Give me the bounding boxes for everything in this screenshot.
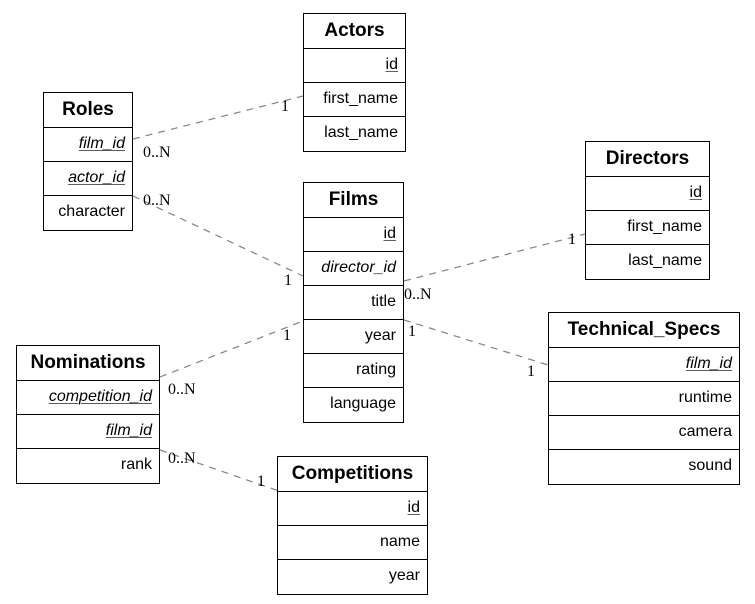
cardinality-label: 1: [284, 272, 292, 289]
table-roles: Roles film_id actor_id character: [43, 92, 133, 231]
table-row: film_id: [17, 415, 159, 449]
table-row: last_name: [628, 252, 702, 269]
table-title: Technical_Specs: [549, 313, 739, 348]
cardinality-label: 1: [408, 323, 416, 340]
table-row: year: [388, 567, 420, 584]
table-row: actor_id: [44, 162, 132, 196]
table-title: Actors: [304, 14, 405, 49]
table-row: film_id: [549, 348, 739, 382]
table-row: first_name: [586, 211, 709, 245]
relationship-nominations-films: 0..N 1: [159, 320, 304, 398]
table-technical-specs: Technical_Specs film_id runtime camera s…: [548, 312, 740, 485]
relationship-line: [132, 195, 304, 277]
table-title: Nominations: [17, 346, 159, 381]
table-nominations: Nominations competition_id film_id rank: [16, 345, 160, 484]
table-row: last_name: [324, 124, 398, 141]
cardinality-label: 1: [257, 473, 265, 490]
table-row: competition_id: [17, 381, 159, 415]
cardinality-label: 0..N: [168, 450, 196, 467]
cardinality-label: 0..N: [404, 286, 432, 303]
table-title: Directors: [586, 142, 709, 177]
table-row: id: [586, 177, 709, 211]
table-row: sound: [688, 457, 732, 474]
table-row: film_id: [44, 128, 132, 162]
table-row: camera: [549, 416, 739, 450]
relationship-line: [132, 95, 304, 140]
cardinality-label: 0..N: [168, 381, 196, 398]
table-title: Competitions: [278, 457, 427, 492]
relationship-nominations-competitions: 0..N 1: [159, 449, 280, 492]
cardinality-label: 1: [527, 363, 535, 380]
table-row: name: [278, 526, 427, 560]
relationship-films-technical-specs: 1 1: [403, 319, 549, 380]
cardinality-label: 0..N: [143, 192, 171, 209]
relationship-line: [159, 449, 280, 492]
table-title: Roles: [44, 93, 132, 128]
cardinality-label: 1: [281, 98, 289, 115]
table-row: id: [304, 218, 403, 252]
table-row: rank: [120, 456, 152, 473]
cardinality-label: 1: [568, 231, 576, 248]
table-row: first_name: [304, 83, 405, 117]
table-row: runtime: [549, 382, 739, 416]
table-row: director_id: [304, 252, 403, 286]
relationship-line: [159, 320, 304, 378]
relationship-films-directors: 0..N 1: [403, 231, 586, 303]
cardinality-label: 0..N: [143, 144, 171, 161]
table-row: rating: [304, 354, 403, 388]
table-row: title: [304, 286, 403, 320]
table-row: year: [304, 320, 403, 354]
table-row: language: [330, 395, 396, 412]
relationship-line: [403, 233, 586, 282]
table-row: id: [278, 492, 427, 526]
relationship-line: [403, 319, 549, 366]
table-row: character: [58, 203, 125, 220]
table-actors: Actors id first_name last_name: [303, 13, 406, 152]
table-competitions: Competitions id name year: [277, 456, 428, 595]
table-films: Films id director_id title year rating l…: [303, 182, 404, 423]
relationship-roles-actors: 0..N 1: [132, 95, 304, 161]
relationship-roles-films: 0..N 1: [132, 192, 304, 289]
cardinality-label: 1: [283, 327, 291, 344]
table-title: Films: [304, 183, 403, 218]
table-directors: Directors id first_name last_name: [585, 141, 710, 280]
table-row: id: [304, 49, 405, 83]
